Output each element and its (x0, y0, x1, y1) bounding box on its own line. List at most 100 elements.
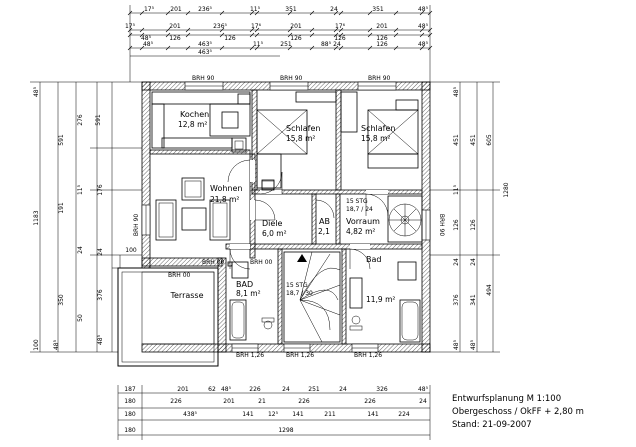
dim-text: 211 (324, 411, 336, 418)
dim-tick (139, 45, 145, 51)
dim-text: 176 (97, 184, 104, 196)
bottom-dim-row-1: 187 201 62 48⁵ 226 24 251 24 326 48⁵ (124, 386, 428, 393)
dim-text: 100 (125, 247, 137, 254)
dim-text: 48⁵ (470, 339, 477, 350)
room-name-bad-2: BAD (236, 280, 253, 289)
left-dim-texts: 48⁵ 276 591 11⁵ 191 24 376 48⁵ 100 1183 … (33, 86, 137, 350)
title-block: Entwurfsplanung M 1:100 Obergeschoss / O… (452, 394, 584, 430)
dim-text: 24 (333, 41, 341, 48)
title-line-2: Obergeschoss / OkFF + 2,80 m (452, 407, 584, 417)
room-name-wohnen: Wohnen (210, 184, 242, 193)
dim-text: 21 (258, 398, 266, 405)
dim-text: 438⁵ (183, 411, 197, 418)
dim-text: 24 (97, 248, 104, 256)
dim-tick (249, 27, 255, 33)
dim-tick (419, 32, 425, 38)
dim-text: 494 (486, 284, 493, 296)
dim-text: 126 (224, 35, 236, 42)
room-name-bad: Bad (366, 255, 381, 264)
dim-tick (309, 10, 315, 16)
dim-text: 126 (334, 35, 346, 42)
dim-text: 201 (376, 23, 388, 30)
dim-text: 11⁵ (253, 41, 264, 48)
top-dimension-lines (127, 5, 433, 82)
dim-tick (249, 32, 255, 38)
window-label: BRH 00 (168, 272, 191, 279)
dim-text: 591 (58, 134, 65, 146)
dim-text: 180 (124, 398, 136, 405)
dim-text: 226 (298, 398, 310, 405)
window-label: BRH 90 (438, 214, 445, 237)
dim-tick (254, 32, 260, 38)
dim-text: 11⁵ (250, 6, 261, 13)
dim-tick (393, 27, 399, 33)
dim-tick (393, 32, 399, 38)
room-area-ab: 2,1 (318, 227, 330, 236)
dim-tick (309, 32, 315, 38)
bottom-dim-row-2: 180 226 201 21 226 226 24 (124, 398, 427, 405)
dim-tick (338, 45, 344, 51)
dim-text: 17⁶ (251, 23, 262, 30)
dim-text: 201 (177, 386, 189, 393)
dim-text: 24 (419, 398, 427, 405)
dim-text: 126 (453, 219, 460, 231)
dim-tick (219, 27, 225, 33)
right-dimension-lines (430, 81, 500, 353)
dim-text: 24 (470, 258, 477, 266)
dim-tick (309, 45, 315, 51)
dim-tick (419, 45, 425, 51)
stair-label-2: 15 STG (286, 282, 308, 289)
window-label: BRH 90 (368, 75, 391, 82)
dim-text: 141 (367, 411, 379, 418)
room-area-vorraum: 4,82 m² (346, 227, 375, 236)
stair-up-arrow-icon (297, 254, 307, 262)
dim-text: 376 (453, 294, 460, 306)
room-name-kochen: Kochen (180, 110, 209, 119)
title-line-3: Stand: 21-09-2007 (452, 420, 532, 430)
bottom-dim-row-3: 180 438⁵ 141 12⁵ 141 211 141 224 (124, 411, 410, 418)
dim-tick (139, 10, 145, 16)
dim-text: 201 (223, 398, 235, 405)
dim-tick (185, 27, 191, 33)
dim-tick (165, 27, 171, 33)
dim-text: 48⁵ (141, 35, 152, 42)
dim-tick (419, 10, 425, 16)
dim-text: 17⁵ (144, 6, 155, 13)
dim-text: 326 (376, 386, 388, 393)
dim-tick (165, 32, 171, 38)
top-dim-row-4: 48⁵ 463⁵ 11⁵ 251 88⁵ 24 126 48⁵ (143, 41, 429, 48)
dim-text: 141 (242, 411, 254, 418)
dim-text: 351 (372, 6, 384, 13)
dim-tick (338, 27, 344, 33)
dim-text: 17⁵ (125, 23, 136, 30)
dim-text: 126 (290, 35, 302, 42)
room-name-diele: Diele (262, 219, 283, 228)
dim-text: 88⁵ (321, 41, 332, 48)
dim-text: 191 (58, 202, 65, 214)
room-area-schlafen-2: 15,8 m² (361, 134, 390, 143)
dim-text: 48⁵ (418, 386, 429, 393)
top-dim-row-2: 17⁵ 201 236⁵ 17⁶ 201 17⁶ 201 48⁵ (125, 23, 429, 30)
title-line-1: Entwurfsplanung M 1:100 (452, 394, 561, 404)
dim-text: 24 (77, 246, 84, 254)
dim-text: 236⁵ (213, 23, 227, 30)
dim-text: 226 (170, 398, 182, 405)
left-dimension-lines (30, 81, 142, 353)
dim-text: 251 (308, 386, 320, 393)
dim-text: 605 (486, 134, 493, 146)
window-label: BRH 90 (280, 75, 303, 82)
dim-text: 11⁵ (453, 184, 460, 195)
room-area-bad: 11,9 m² (366, 295, 395, 304)
dim-text: 48⁵ (221, 386, 232, 393)
dim-text: 24 (453, 258, 460, 266)
dim-tick (333, 27, 339, 33)
dim-text: 48⁵ (418, 41, 429, 48)
top-dim-row-3: 48⁵ 126 126 126 126 126 (141, 35, 388, 42)
dim-text: 126 (470, 219, 477, 231)
dim-text: 126 (376, 41, 388, 48)
dim-text: 224 (398, 411, 410, 418)
room-area-schlafen-1: 15,8 m² (286, 134, 315, 143)
room-area-diele: 6,0 m² (262, 229, 287, 238)
stair-label-2b: 18,7 / 30 (286, 290, 313, 297)
